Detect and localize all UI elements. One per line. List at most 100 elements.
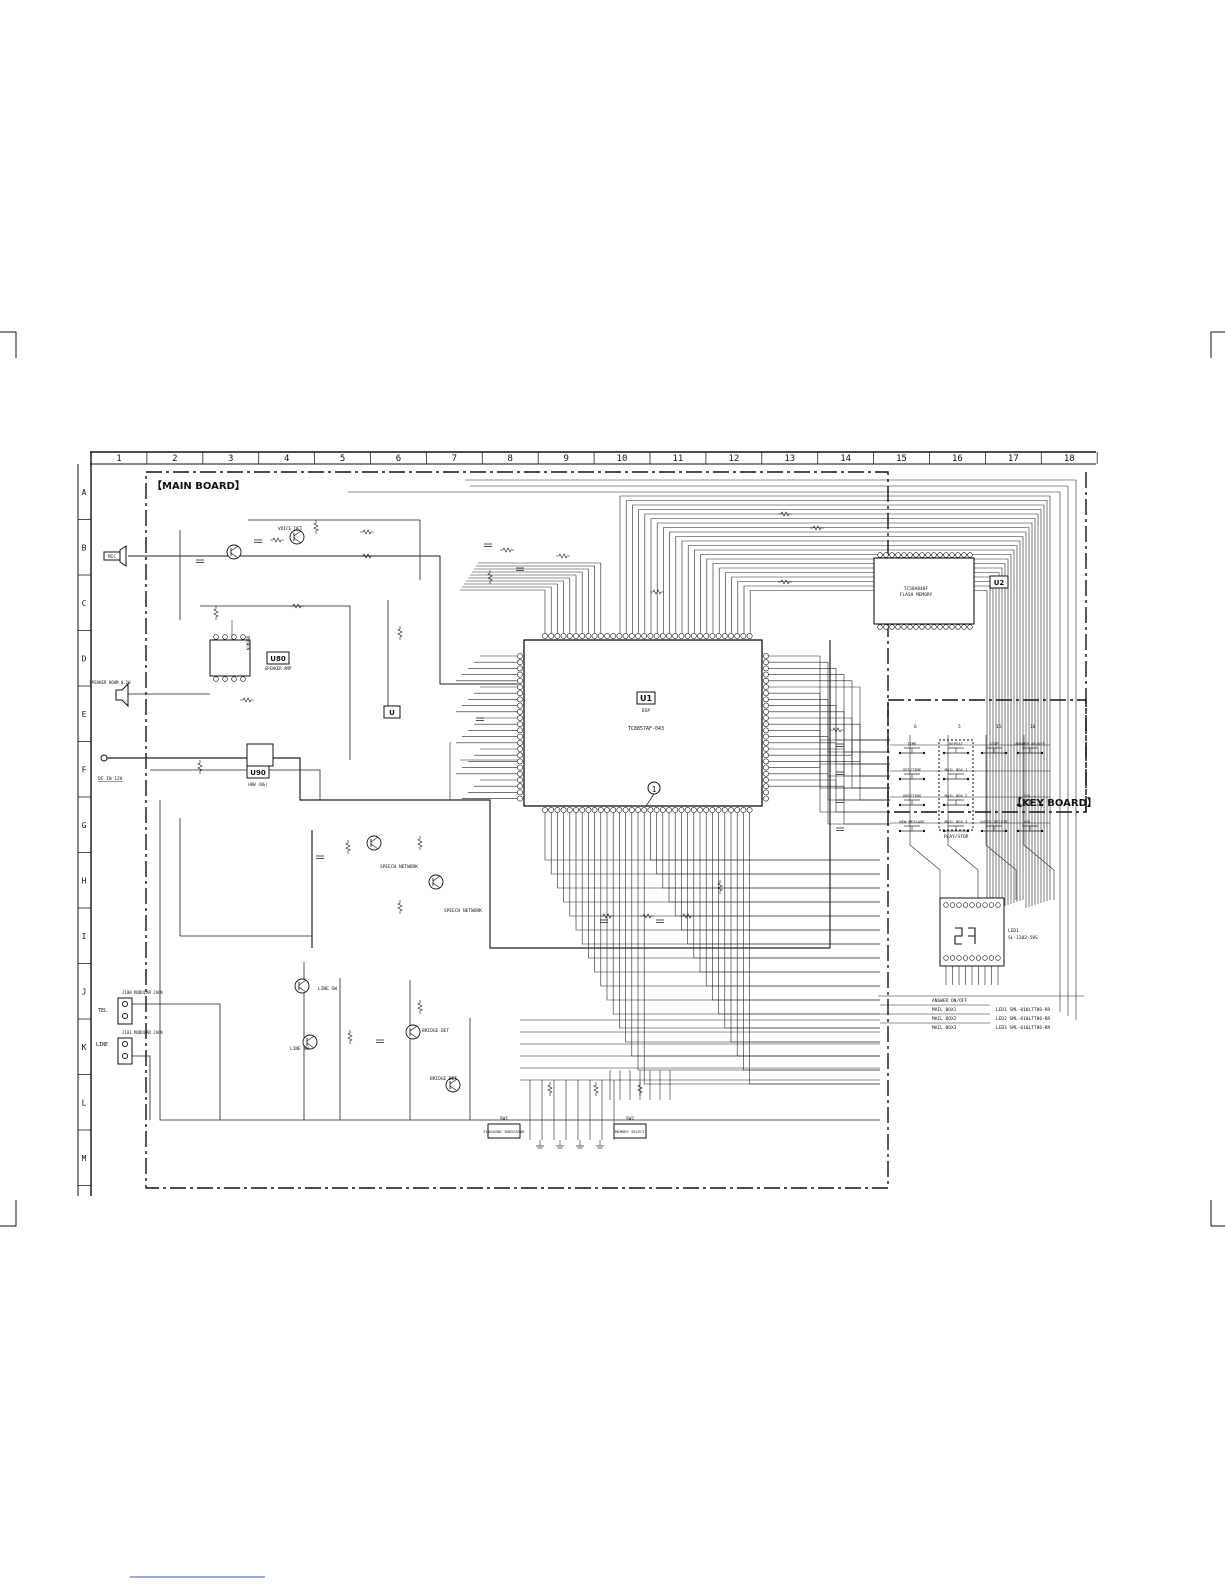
u1-pin-bottom [734,807,741,813]
display-part: SL-1202-50S [1008,935,1038,941]
u2-pin-top [913,552,919,558]
u1-dsp-chip: U1 DSP TC8857AF-043 [517,633,769,813]
u1-pin-bottom [604,807,610,813]
u1-pin-left [517,702,523,709]
u1-part: TC8857AF-043 [628,726,664,732]
u2-pin-top [889,552,895,558]
led-display-pins [943,902,1001,961]
display-pin-bottom [962,955,969,961]
led-head: ANSWER ON/OFF [932,998,968,1004]
key-k12: VOL + [1016,793,1044,807]
u2-pin-top [949,552,955,558]
key-k9-label: STOP [989,741,999,746]
resistor-h-14-body [830,727,844,733]
display-pin-top [982,902,988,908]
u2-pin-bottom [919,624,925,630]
j101-symbol [117,1037,133,1065]
u1-pin-right [763,653,769,659]
resistor-v-5 [345,840,351,854]
grid-row-L: L [82,1098,87,1107]
u80-pin-top [213,634,219,640]
u2-pin-top [919,552,925,558]
u2-pin-bottom [937,624,943,630]
key-k13-label: VOL - [1024,819,1035,824]
u1-pin-bottom [697,807,703,813]
transistor-q120-body [366,835,382,851]
grid-col-15: 15 [896,454,907,464]
u2-pins [877,552,973,630]
grid-row-M: M [82,1154,87,1163]
u1-pin-top [684,633,691,639]
led-display: LED1 SL-1202-50S [939,897,1038,967]
u2-pin-bottom [931,624,937,630]
resistor-h-10 [600,913,614,919]
key-k11-label: QUICK DELETE [980,819,1008,824]
sw1-label: FLASHING INDICATOR [483,1129,525,1134]
u80-pin-bottom [213,676,219,682]
u1-pin-right [763,739,769,746]
capacitor-12 [376,1039,384,1043]
grid-row-D: D [82,654,87,663]
crop-marks [0,331,1225,1578]
u1-pin-right [763,727,769,734]
u1-pin-top [622,633,629,639]
capacitor-4 [316,855,324,859]
capacitor-8 [836,743,844,747]
resistor-h-3-body [290,603,304,609]
u2-pin-bottom [895,624,901,630]
resistor-v-6-body [417,836,423,850]
key-k1-node-b [922,751,926,755]
u2-sub: FLASH MEMORY [900,592,933,598]
display-pin-bottom [988,955,995,961]
key-col-num-4: 10 [1030,724,1036,730]
grid-row-C: C [82,599,87,608]
key-k2-node-b [922,777,926,781]
u1-pin-right [763,671,769,678]
resistor-v-5-body [345,840,351,854]
u1-pin-left [517,696,523,703]
sw2-box [613,1123,647,1139]
resistor-h-12 [680,913,694,919]
key-k2: SET/TIME [898,767,926,781]
resistor-v-1 [397,626,403,640]
resistor-v-11 [547,1082,553,1096]
u1-pin-right [763,758,769,765]
display-pin-bottom [943,955,949,961]
u1-pin-bottom [554,807,561,813]
u1-pin-top [715,633,722,639]
resistor-v-0-body [313,520,319,534]
display-pin-bottom [975,955,982,961]
speech-network-1-label: SPEECH NETWORK [380,864,418,870]
bridge-det-1-label: BRIDGE DET [422,1028,449,1034]
resistor-h-0-body [270,537,284,543]
resistor-h-14 [830,727,844,733]
j101-label: J101 MODULAR JACK [122,1030,164,1035]
u1-pin-bottom [715,807,722,813]
u1-pin-bottom [666,807,672,813]
resistor-v-13 [637,1082,643,1096]
u2-pin-bottom [877,624,883,630]
sw1-ref: SW1 [500,1116,508,1122]
u2-pin-top [931,552,937,558]
u1-pin-left [517,739,523,746]
grid-col-1: 1 [116,454,121,464]
grid-col-9: 9 [563,454,568,464]
grid-col-12: 12 [728,454,739,464]
key-k4-node-a [898,829,902,833]
u2-pin-top [895,552,901,558]
key-k9: STOP [980,741,1008,755]
key-k6-node-a [942,777,946,781]
key-k3: GREETING [898,793,926,807]
u2-pin-top [907,552,913,558]
u1-pin-top [554,633,561,639]
u1-pin-top [703,633,710,639]
display-pin-top [975,902,982,908]
transistor-q111 [302,1034,318,1050]
u1-pin-left [517,770,523,777]
u1-pin-bottom [684,807,691,813]
transistor-labels: VOICE DET SPEECH NETWORK SPEECH NETWORK … [278,526,482,1082]
